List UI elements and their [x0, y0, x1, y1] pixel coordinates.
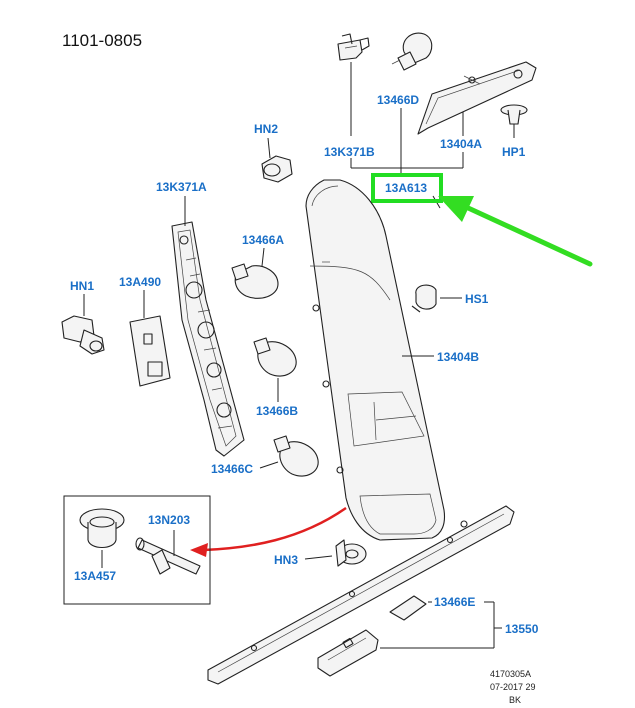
diagram-title: 1101-0805	[62, 31, 142, 50]
label-13466d: 13466D	[377, 93, 419, 107]
label-13466e: 13466E	[434, 595, 475, 609]
label-13a457: 13A457	[74, 569, 116, 583]
hn3-nut-part	[304, 539, 367, 567]
13466d-bulb-part	[391, 32, 433, 71]
label-hn3: HN3	[274, 553, 298, 567]
label-13k371a: 13K371A	[156, 180, 207, 194]
label-13a490: 13A490	[119, 275, 161, 289]
label-13404b: 13404B	[437, 350, 479, 364]
label-13n203: 13N203	[148, 513, 190, 527]
green-arrow	[438, 196, 593, 267]
label-13a613: 13A613	[385, 181, 427, 195]
13k371b-connector-part	[337, 33, 370, 61]
13550-moulding-part	[207, 505, 515, 685]
13550-lamp-housing-part	[317, 629, 379, 677]
13466e-bulb-part	[389, 595, 432, 621]
13466c-bulb-part	[259, 435, 319, 477]
hp1-pin-part	[500, 104, 528, 138]
label-13404a: 13404A	[440, 137, 482, 151]
label-13466a: 13466A	[242, 233, 284, 247]
hn2-nut-part	[261, 137, 293, 183]
13550-bracket-leader	[380, 601, 502, 649]
label-hs1: HS1	[465, 292, 489, 306]
highlight-box-13a613	[371, 173, 443, 203]
13n203-stud-part	[135, 530, 201, 575]
footer-date: 07-2017 29	[490, 682, 536, 692]
label-hn1: HN1	[70, 279, 94, 293]
13k371a-bulb-holder-part	[171, 196, 245, 457]
label-13466b: 13466B	[256, 404, 298, 418]
label-13466c: 13466C	[211, 462, 253, 476]
label-13550: 13550	[505, 622, 539, 636]
footer-code: 4170305A	[490, 669, 531, 679]
13466b-bulb-part	[253, 337, 297, 402]
footer-suffix: BK	[509, 695, 521, 705]
label-13k371b: 13K371B	[324, 145, 375, 159]
hs1-screw-part	[411, 284, 462, 313]
inset-box	[63, 495, 211, 605]
13404a-lamp-part	[417, 61, 537, 135]
label-hn2: HN2	[254, 122, 278, 136]
hn1-nut-part	[61, 294, 105, 355]
red-arrow	[190, 506, 347, 557]
label-hp1: HP1	[502, 145, 526, 159]
13404b-tail-lamp-part	[305, 179, 468, 541]
13a457-bush-part	[79, 508, 125, 568]
13466a-bulb-part	[231, 247, 279, 299]
13a490-part	[129, 290, 171, 387]
